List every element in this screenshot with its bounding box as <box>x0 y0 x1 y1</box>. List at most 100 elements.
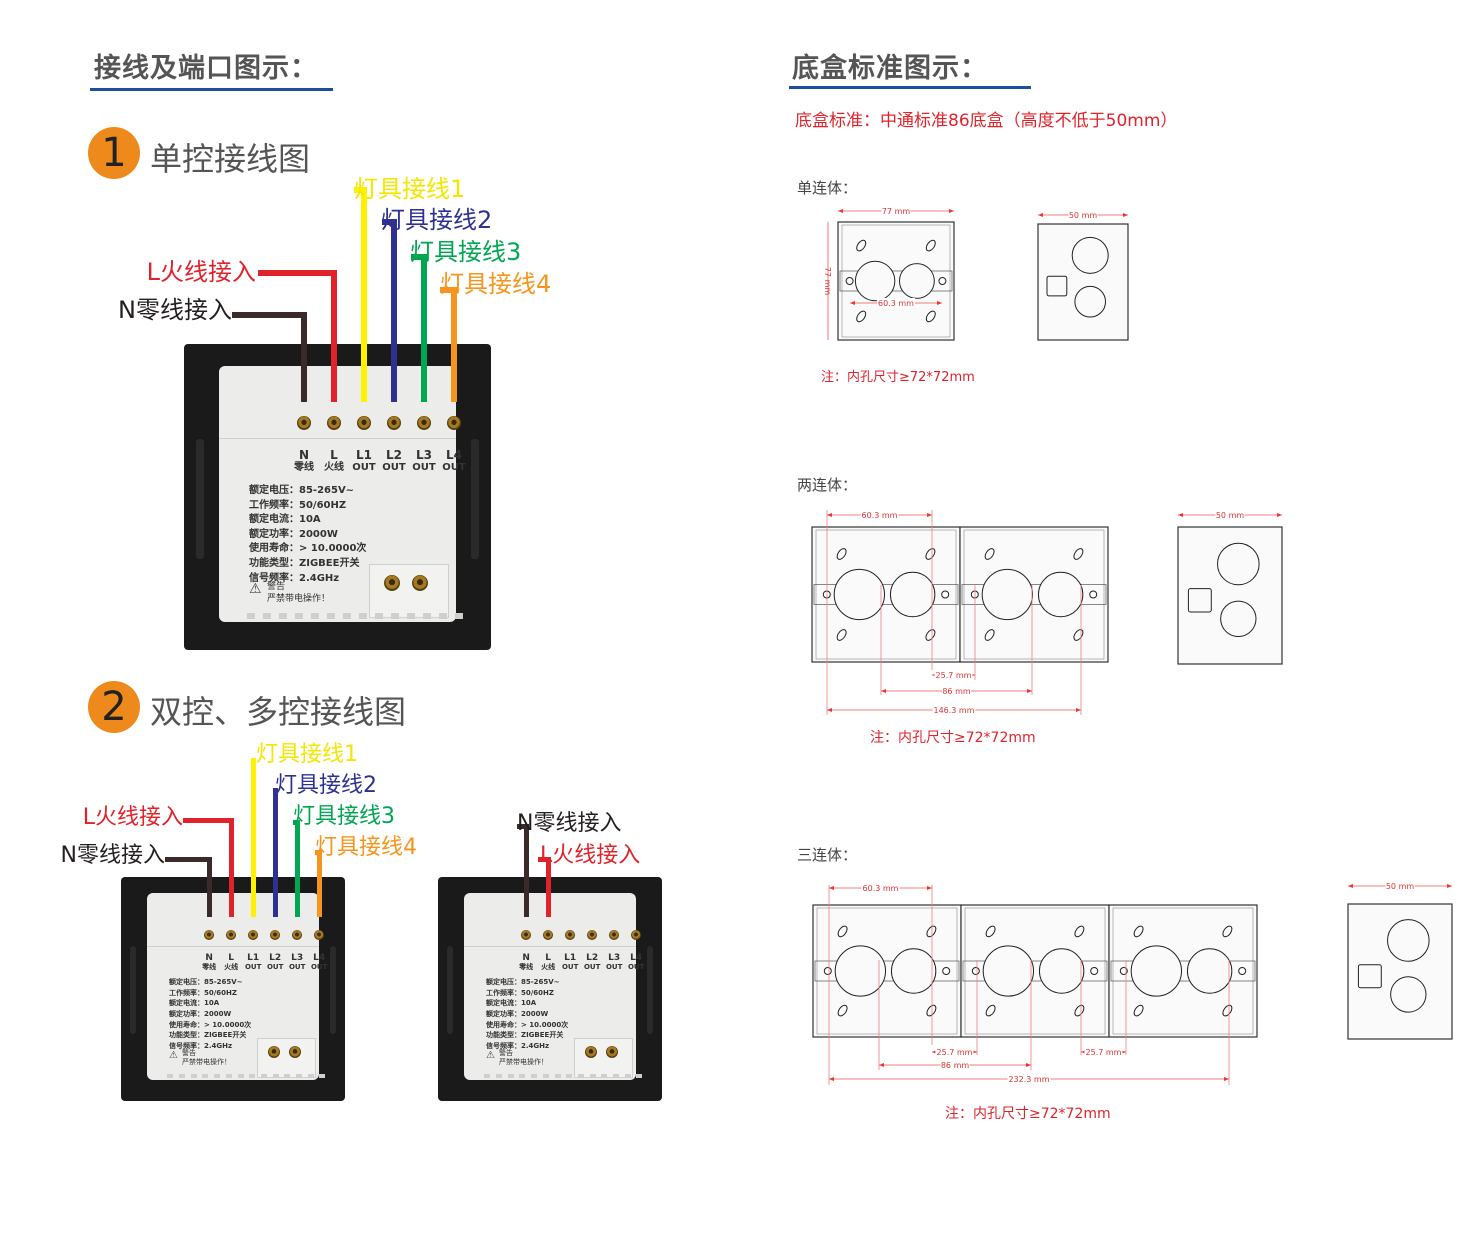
slot-hole <box>925 548 936 560</box>
slot-hole <box>985 925 996 938</box>
port-code: L <box>545 953 552 963</box>
warning-text: 严禁带电操作！ <box>182 1058 231 1066</box>
light1-wire <box>361 187 367 402</box>
vent-slot <box>343 613 351 619</box>
panel-clip <box>471 439 479 559</box>
port-sub: OUT <box>442 462 466 474</box>
screw-terminal-l3 <box>609 930 619 940</box>
vent-slot <box>590 1074 596 1078</box>
vent-slot <box>261 1074 267 1078</box>
wire-label-light3: 灯具接线3 <box>293 804 395 829</box>
triple-gang-label: 三连体： <box>797 846 858 864</box>
spec-line: 额定电流：10A <box>169 999 220 1007</box>
port-code: L3 <box>608 953 621 963</box>
slot-hole <box>1073 548 1084 560</box>
wire-label-live: L火线接入 <box>82 805 183 830</box>
panel-clip <box>130 946 136 1034</box>
live-wire <box>331 270 337 402</box>
screw-terminal-l <box>226 930 236 940</box>
dim-depth-arrow <box>1038 213 1043 217</box>
neutral-wire-lead <box>165 857 212 862</box>
standard-note: 底盒标准：中通标准86底盒（高度不低于50mm） <box>795 111 1178 131</box>
screw-hole <box>1238 967 1247 975</box>
screw-terminal-l1 <box>565 930 575 940</box>
wiring-section-title: 接线及端口图示： <box>94 53 318 84</box>
side-knockout-small <box>1390 976 1427 1013</box>
port-code: L2 <box>269 953 282 963</box>
gang-inner <box>841 224 951 338</box>
dim-depth-arrow <box>1178 513 1183 517</box>
spec-line: 使用寿命：> 10.0000次 <box>249 543 367 554</box>
screw-terminal-l4 <box>631 930 641 940</box>
spec-line: 额定电压：85-265V~ <box>486 978 560 986</box>
spec-line: 信号频率：2.4GHz <box>169 1042 233 1050</box>
slot-hole <box>1222 925 1233 938</box>
dim-gap-1-bg <box>935 1047 974 1057</box>
spec-line: 功能类型：ZIGBEE开关 <box>486 1031 564 1039</box>
wire-label-light1: 灯具接线1 <box>256 742 358 767</box>
vent-slot <box>391 613 399 619</box>
port-sub: OUT <box>382 462 406 474</box>
vent-slot <box>455 613 463 619</box>
dim-hole-spacing-arrow <box>927 886 932 890</box>
neutral-wire <box>523 824 529 917</box>
spec-line: 使用寿命：> 10.0000次 <box>169 1021 252 1029</box>
knockout-small <box>889 571 936 618</box>
vent-slot <box>423 613 431 619</box>
dim-total-text: 146.3 mm <box>933 706 974 715</box>
wire-label-light2: 灯具接线2 <box>275 773 377 798</box>
screw-terminal <box>585 1046 597 1058</box>
dim-gap-2-bg <box>1084 1047 1123 1057</box>
port-sub: 火线 <box>541 962 556 971</box>
vent-slot <box>566 1074 572 1078</box>
vent-slot <box>484 1074 490 1078</box>
dim-pitch-bg <box>942 686 971 696</box>
spec-line: 功能类型：ZIGBEE开关 <box>249 558 360 569</box>
vent-slot <box>167 1074 173 1078</box>
slot-hole <box>837 925 848 938</box>
side-outline <box>1177 526 1283 665</box>
screw-terminal-n <box>204 930 214 940</box>
dim-hole-spacing-arrow <box>850 301 855 305</box>
dim-hole-spacing-arrow <box>937 301 942 305</box>
dim-depth-arrow <box>1447 884 1452 888</box>
screw-terminal-l2 <box>387 416 401 430</box>
wire-label-light4: 灯具接线4 <box>440 270 552 298</box>
vent-slot <box>279 613 287 619</box>
mount-bar <box>962 960 1108 982</box>
port-sub: OUT <box>412 462 436 474</box>
light2-wire-lead <box>272 788 278 793</box>
vent-slot <box>273 1074 279 1078</box>
dim-width-arrow <box>838 209 843 213</box>
wire-label-light1: 灯具接线1 <box>354 175 466 203</box>
light3-wire <box>294 820 300 917</box>
screw-hole <box>845 277 854 285</box>
dim-gap-2-text: 25.7 mm <box>1086 1048 1122 1057</box>
side-outline <box>1347 903 1453 1040</box>
vent-slot <box>543 1074 549 1078</box>
port-sub: OUT <box>244 962 262 971</box>
knockout-large <box>834 945 887 997</box>
port-code: N <box>298 448 310 462</box>
section-underline <box>789 86 1031 89</box>
port-sub: OUT <box>561 962 579 971</box>
screw-terminal-n <box>521 930 531 940</box>
vent-slot <box>613 1074 619 1078</box>
knockout-large <box>981 568 1034 621</box>
gang-inner <box>816 907 958 1035</box>
